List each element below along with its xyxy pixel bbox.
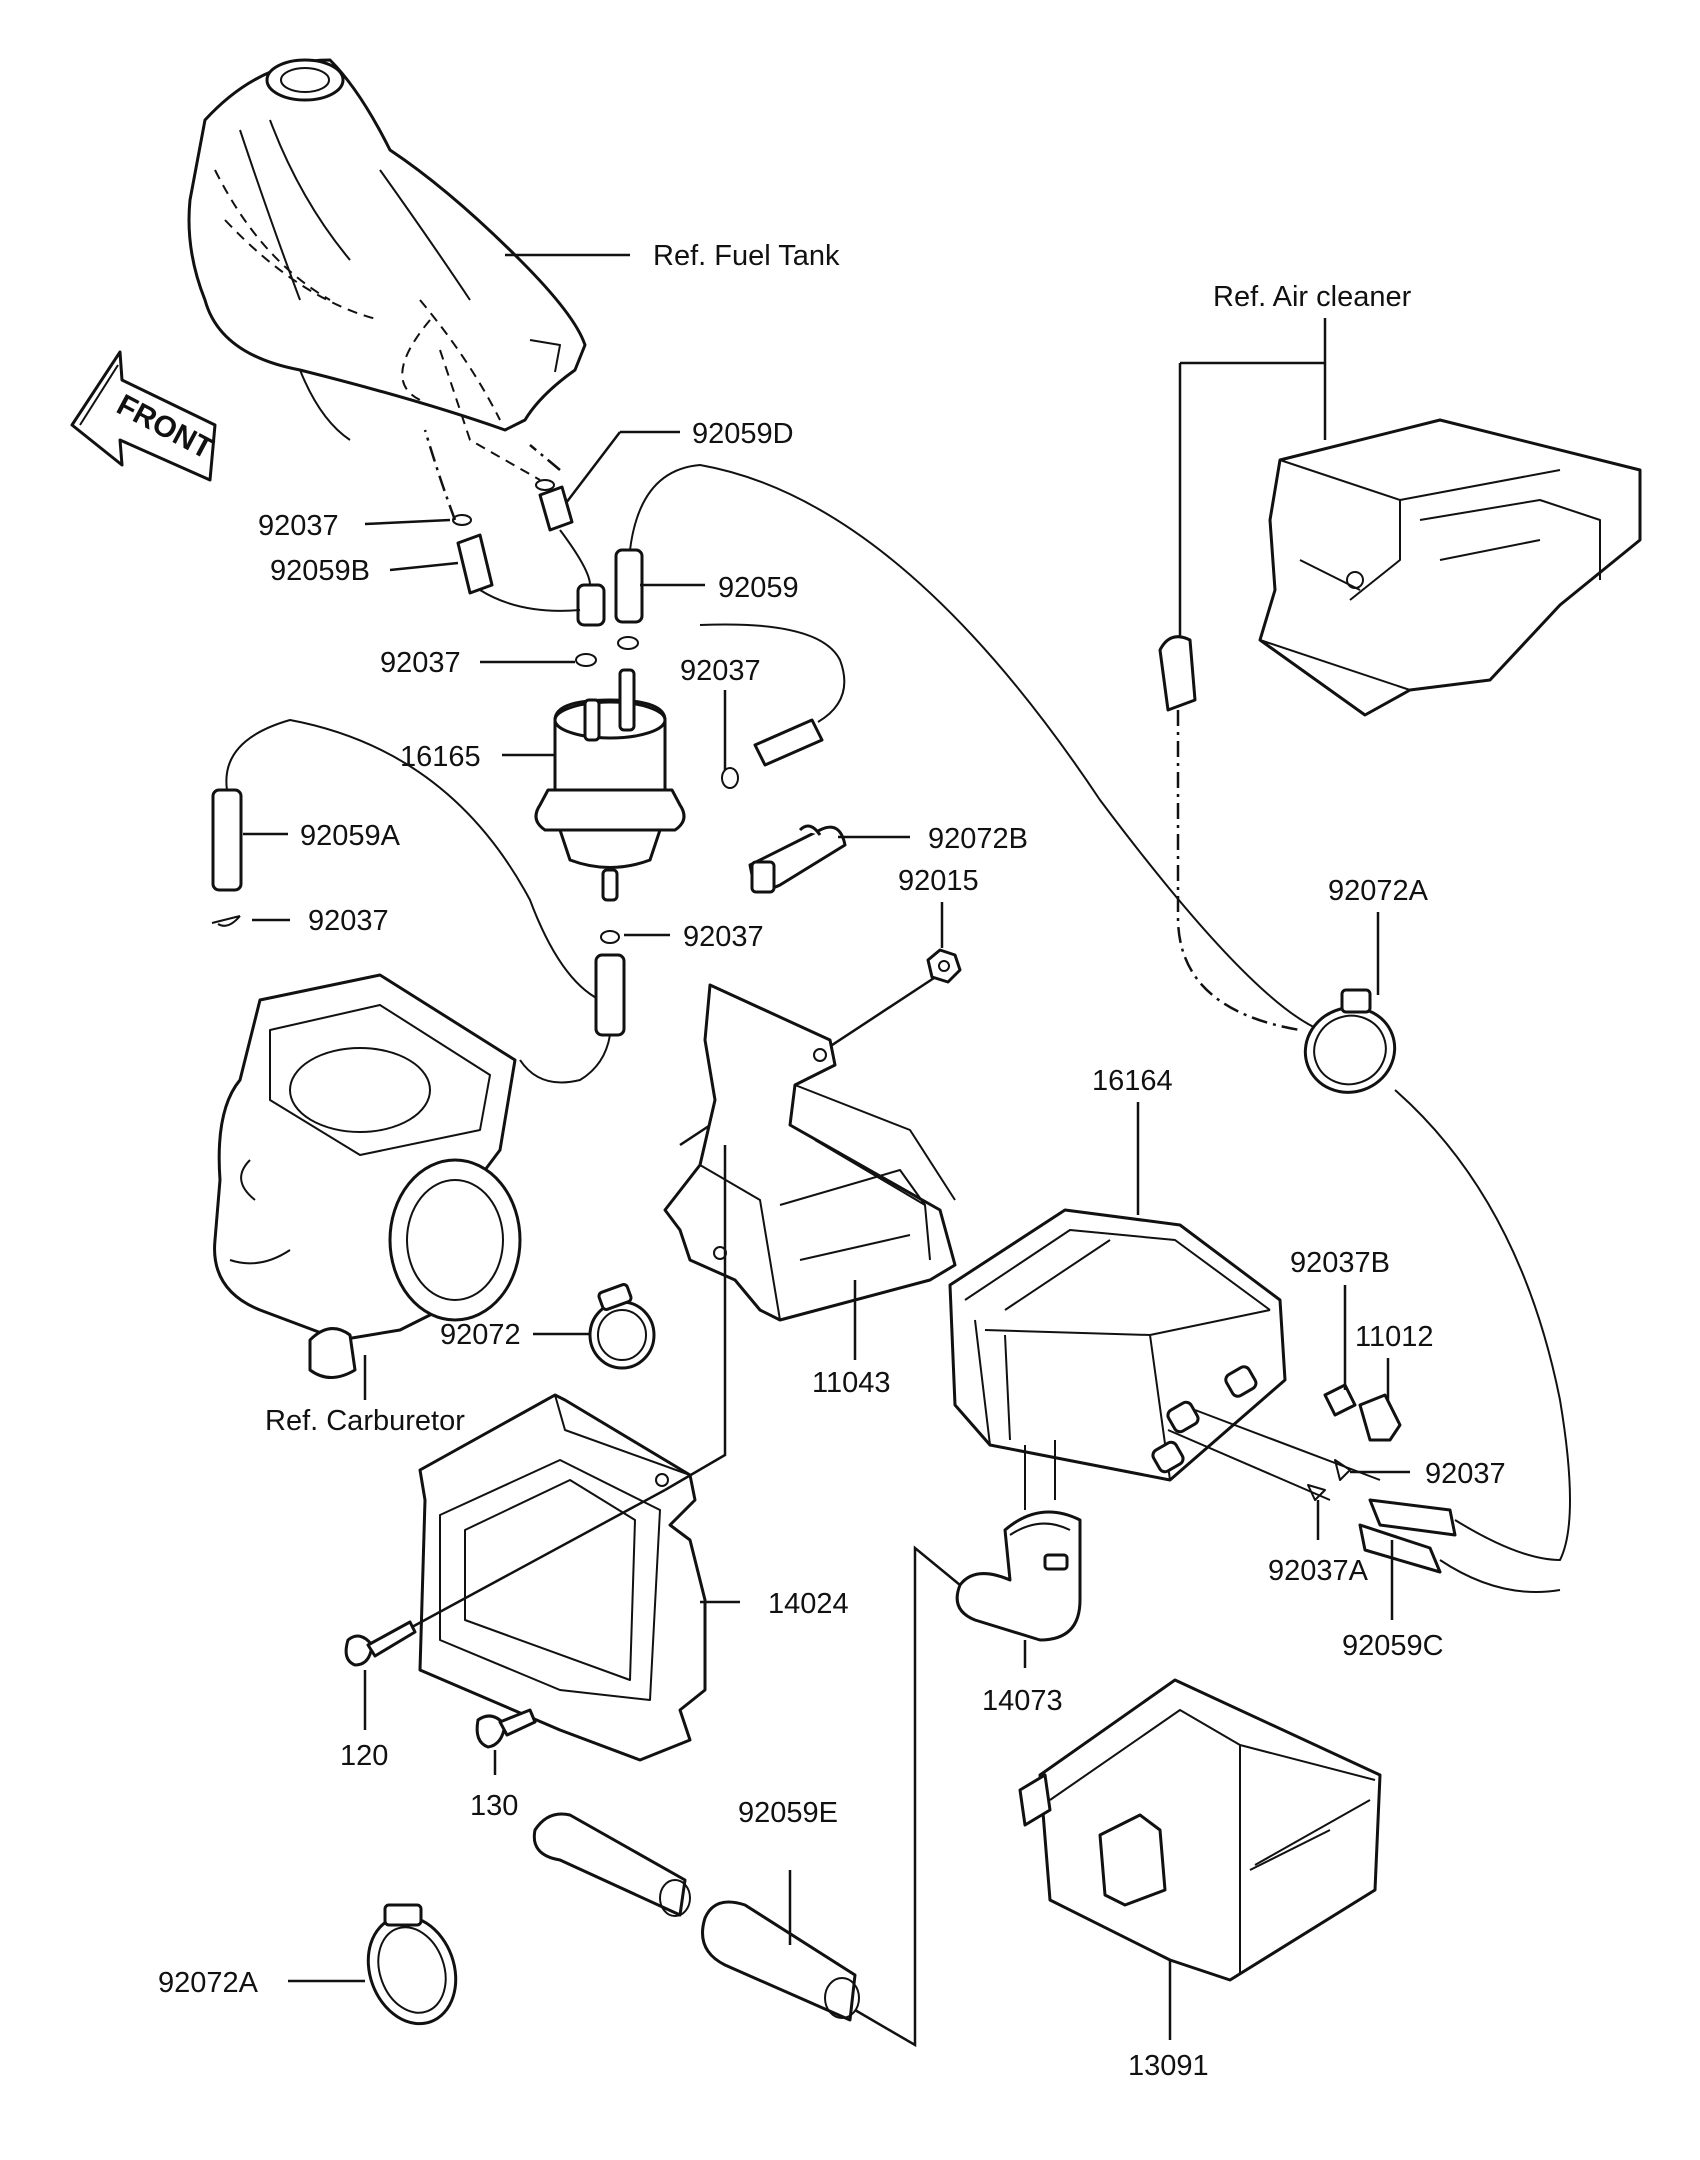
hose-92059B xyxy=(456,533,494,595)
hose-92059D xyxy=(538,485,574,532)
label-carburetor: Ref. Carburetor xyxy=(265,1405,465,1437)
fuel-filter-16165 xyxy=(534,668,686,902)
label-130: 130 xyxy=(470,1790,518,1822)
clip-92037B xyxy=(1323,1383,1357,1417)
label-11043: 11043 xyxy=(812,1367,891,1399)
label-92072: 92072 xyxy=(440,1319,521,1351)
label-92072B: 92072B xyxy=(928,823,1028,855)
label-14024: 14024 xyxy=(768,1588,849,1620)
nut-92015 xyxy=(926,948,962,984)
label-92059: 92059 xyxy=(718,572,799,604)
label-92059D: 92059D xyxy=(692,418,794,450)
label-92037A: 92037A xyxy=(1268,1555,1369,1587)
label-92059C: 92059C xyxy=(1342,1630,1444,1662)
elbow-14073 xyxy=(955,1510,1082,1642)
clamp-92072 xyxy=(588,1283,656,1370)
hose-92059A xyxy=(211,788,243,892)
label-11012: 11012 xyxy=(1355,1321,1434,1353)
duct-13091 xyxy=(1018,1678,1382,1982)
label-92059E: 92059E xyxy=(738,1797,838,1829)
label-92037-d: 92037 xyxy=(308,905,389,937)
label-air-cleaner: Ref. Air cleaner xyxy=(1213,281,1412,313)
label-92037-a: 92037 xyxy=(258,510,339,542)
label-92037-f: 92037 xyxy=(1425,1458,1506,1490)
bolt-130 xyxy=(475,1708,537,1749)
label-92037-e: 92037 xyxy=(683,921,764,953)
cap-11012 xyxy=(1358,1393,1402,1442)
front-arrow-icon: FRONT xyxy=(70,350,218,482)
fuel-tank xyxy=(187,58,587,481)
clamp-92072A-top xyxy=(1303,988,1397,1094)
hose-92059 xyxy=(576,548,644,627)
label-92059A: 92059A xyxy=(300,820,401,852)
clamp-92072A-bottom xyxy=(366,1903,458,2026)
clamp-92072B xyxy=(748,824,847,894)
cover-14024 xyxy=(418,1393,707,1762)
label-92015: 92015 xyxy=(898,865,979,897)
canister-16164 xyxy=(948,1208,1287,1482)
air-cleaner xyxy=(1258,418,1642,717)
label-16164: 16164 xyxy=(1092,1065,1173,1097)
label-14073: 14073 xyxy=(982,1685,1063,1717)
bracket-11043 xyxy=(663,983,957,1322)
label-92037-c: 92037 xyxy=(680,655,761,687)
label-92037-b: 92037 xyxy=(380,647,461,679)
label-92072A-bottom: 92072A xyxy=(158,1967,259,1999)
carburetor xyxy=(213,973,522,1379)
label-fuel-tank: Ref. Fuel Tank xyxy=(653,240,840,272)
label-120: 120 xyxy=(340,1740,388,1772)
label-92059B: 92059B xyxy=(270,555,370,587)
bolt-120 xyxy=(344,1620,417,1667)
label-92072A-top: 92072A xyxy=(1328,875,1429,907)
hose-92059E xyxy=(532,1812,860,2022)
label-92037B: 92037B xyxy=(1290,1247,1390,1279)
label-13091: 13091 xyxy=(1128,2050,1209,2082)
